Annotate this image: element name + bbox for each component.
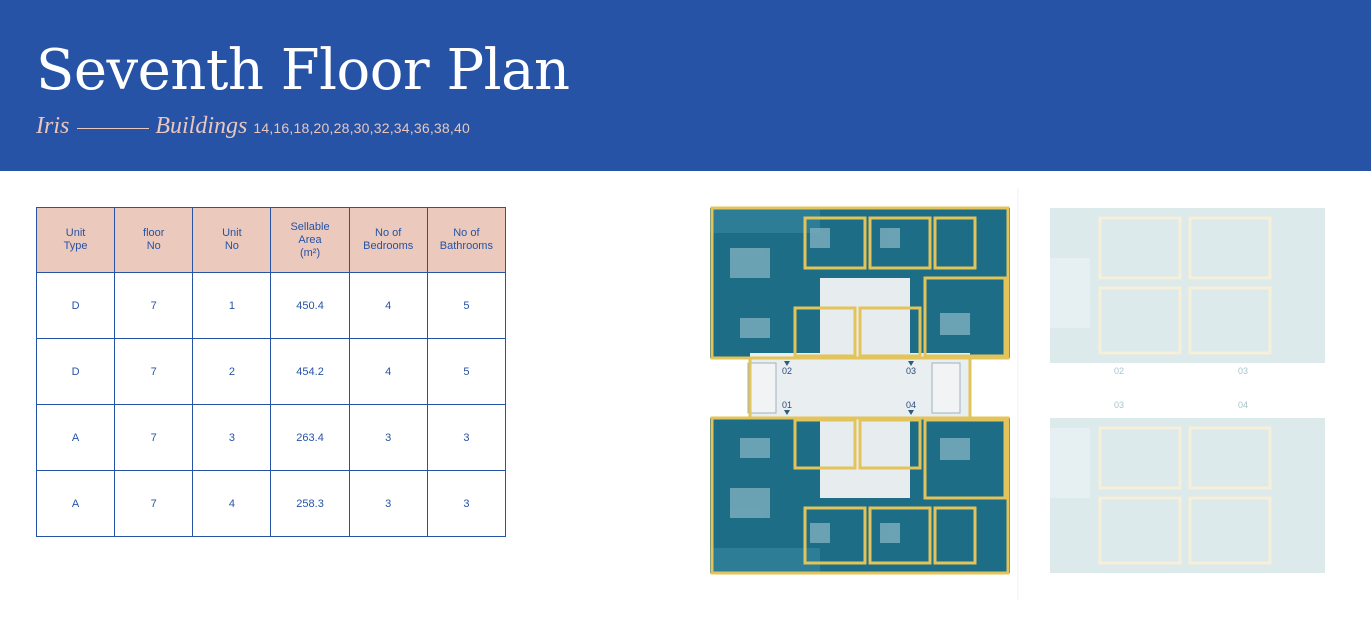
unit-label-02: 02 — [782, 366, 793, 376]
cell-floor-no: 7 — [114, 338, 194, 405]
cell-bathrooms: 3 — [426, 470, 507, 537]
faded-unit-label: 04 — [1238, 400, 1249, 410]
floor-plan-main-building — [710, 206, 1010, 575]
cell-bedrooms: 3 — [348, 470, 428, 537]
cell-unit-type: A — [35, 470, 116, 537]
subtitle-divider — [77, 128, 150, 129]
unit-label-01: 01 — [782, 400, 793, 410]
cell-unit-type: A — [35, 404, 116, 471]
cell-unit-no: 2 — [192, 338, 272, 405]
floor-plan-drawing — [710, 188, 1325, 600]
table-row: A 7 3 263.4 3 3 — [35, 404, 507, 471]
unit-label-03: 03 — [906, 366, 917, 376]
subtitle: Iris Buildings 14,16,18,20,28,30,32,34,3… — [36, 113, 470, 143]
cell-bathrooms: 5 — [426, 272, 507, 339]
faded-unit-label: 03 — [1238, 366, 1249, 376]
table-row: A 7 4 258.3 3 3 — [35, 470, 507, 537]
cell-unit-type: D — [35, 338, 116, 405]
cell-area: 258.3 — [270, 470, 350, 537]
floor-plan-faded-building — [1050, 208, 1325, 573]
cell-floor-no: 7 — [114, 470, 194, 537]
cell-floor-no: 7 — [114, 272, 194, 339]
subtitle-buildings-label: Buildings — [155, 113, 248, 139]
cell-bedrooms: 3 — [348, 404, 428, 471]
faded-unit-label: 02 — [1114, 366, 1125, 376]
cell-bedrooms: 4 — [348, 272, 428, 339]
cell-area: 450.4 — [270, 272, 350, 339]
subtitle-building-numbers: 14,16,18,20,28,30,32,34,36,38,40 — [253, 120, 470, 136]
cell-area: 454.2 — [270, 338, 350, 405]
table-row: D 7 2 454.2 4 5 — [35, 338, 507, 405]
cell-bathrooms: 3 — [426, 404, 507, 471]
table-row: D 7 1 450.4 4 5 — [35, 272, 507, 339]
floor-plan: 02 03 01 04 02 03 03 04 — [700, 188, 1340, 600]
header-banner: Seventh Floor Plan Iris Buildings 14,16,… — [0, 0, 1371, 171]
cell-floor-no: 7 — [114, 404, 194, 471]
cell-bathrooms: 5 — [426, 338, 507, 405]
cell-unit-type: D — [35, 272, 116, 339]
faded-unit-label: 03 — [1114, 400, 1125, 410]
cell-unit-no: 3 — [192, 404, 272, 471]
subtitle-project: Iris — [36, 113, 70, 139]
cell-unit-no: 4 — [192, 470, 272, 537]
cell-bedrooms: 4 — [348, 338, 428, 405]
cell-unit-no: 1 — [192, 272, 272, 339]
cell-area: 263.4 — [270, 404, 350, 471]
unit-label-04: 04 — [906, 400, 917, 410]
page-title: Seventh Floor Plan — [36, 38, 570, 103]
